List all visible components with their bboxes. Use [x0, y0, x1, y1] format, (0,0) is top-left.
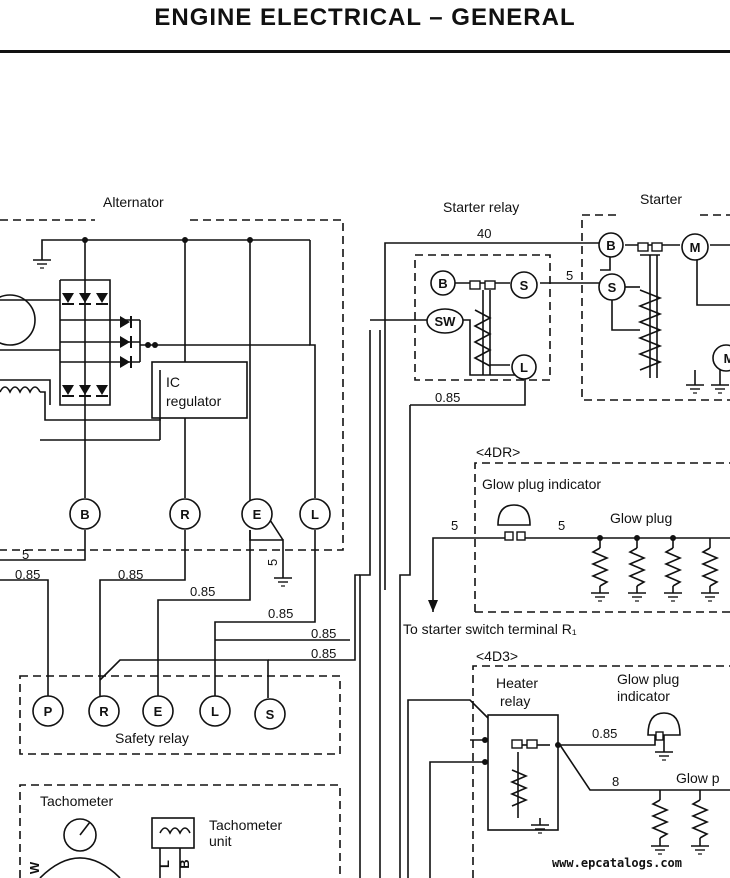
group-4dr-label: <4DR> — [476, 444, 520, 460]
wire-size-alternator-5: 5 — [22, 547, 29, 562]
tachometer-unit-terminal-l: L — [157, 860, 172, 868]
starter-terminal-s: S — [608, 280, 617, 295]
rectifier-diodes — [61, 292, 132, 397]
safety-relay-terminal-e: E — [154, 704, 163, 719]
wire-size-glow-in-5: 5 — [451, 518, 458, 533]
glow-plug-indicator-label: Glow plug indicator — [482, 476, 601, 492]
glow-plug-2-label: Glow p — [676, 770, 720, 786]
safety-relay-label: Safety relay — [115, 730, 189, 746]
starter-motor-terminal-m: M — [724, 351, 730, 366]
starter-relay-terminal-sw: SW — [435, 314, 457, 329]
tachometer-label: Tachometer — [40, 793, 113, 809]
title-rule — [0, 50, 730, 53]
starter-switch-terminal-label: To starter switch terminal R₁ — [403, 621, 577, 637]
glow-plug-label: Glow plug — [610, 510, 672, 526]
tachometer-unit-label-2: unit — [209, 833, 232, 849]
alternator-terminal-r: R — [180, 507, 190, 522]
group-4d3-label: <4D3> — [476, 648, 518, 664]
wire-size-s-085-1: 0.85 — [311, 626, 336, 641]
safety-relay-terminal-p: P — [44, 704, 53, 719]
glow-plug-indicator-2-label-2: indicator — [617, 688, 670, 704]
wire-size-alternator-085: 0.85 — [15, 567, 40, 582]
starter-terminal-b: B — [606, 238, 615, 253]
wire-size-heater-085: 0.85 — [592, 726, 617, 741]
ic-regulator-label-1: IC — [166, 374, 180, 390]
starter-terminal-m: M — [690, 240, 701, 255]
safety-relay-terminal-r: R — [99, 704, 109, 719]
starter-relay-label: Starter relay — [443, 199, 519, 215]
heater-relay-label-2: relay — [500, 693, 530, 709]
heater-relay-label-1: Heater — [496, 675, 538, 691]
wire-size-heater-8: 8 — [612, 774, 619, 789]
safety-relay-terminal-l: L — [211, 704, 219, 719]
starter-label: Starter — [640, 191, 682, 207]
tachometer-unit-label-1: Tachometer — [209, 817, 282, 833]
wire-size-glow-out-5: 5 — [558, 518, 565, 533]
watermark: www.epcatalogs.com — [551, 856, 682, 870]
wire-size-e-ground-5: 5 — [265, 559, 280, 566]
starter-relay-terminal-l: L — [520, 360, 528, 375]
wire-size-r-085: 0.85 — [118, 567, 143, 582]
alternator-terminal-e: E — [253, 507, 262, 522]
page-title: ENGINE ELECTRICAL – GENERAL — [154, 4, 576, 31]
tachometer-unit-terminal-b: B — [177, 859, 192, 868]
wire-size-40: 40 — [477, 226, 491, 241]
safety-relay-terminal-s: S — [266, 707, 275, 722]
wire-size-starter-relay-085: 0.85 — [435, 390, 460, 405]
wire-size-starter-relay-5: 5 — [566, 268, 573, 283]
tachometer-terminal-w: W — [27, 861, 42, 874]
wire-size-e-085: 0.85 — [190, 584, 215, 599]
glow-plug-indicator-2-label-1: Glow plug — [617, 671, 679, 687]
alternator-label: Alternator — [103, 194, 164, 210]
wire-size-l-085: 0.85 — [268, 606, 293, 621]
alternator-terminal-b: B — [80, 507, 89, 522]
ic-regulator-label-2: regulator — [166, 393, 222, 409]
alternator-terminal-l: L — [311, 507, 319, 522]
wire-size-s-085-2: 0.85 — [311, 646, 336, 661]
starter-relay-terminal-s: S — [520, 278, 529, 293]
starter-relay-terminal-b: B — [438, 276, 447, 291]
